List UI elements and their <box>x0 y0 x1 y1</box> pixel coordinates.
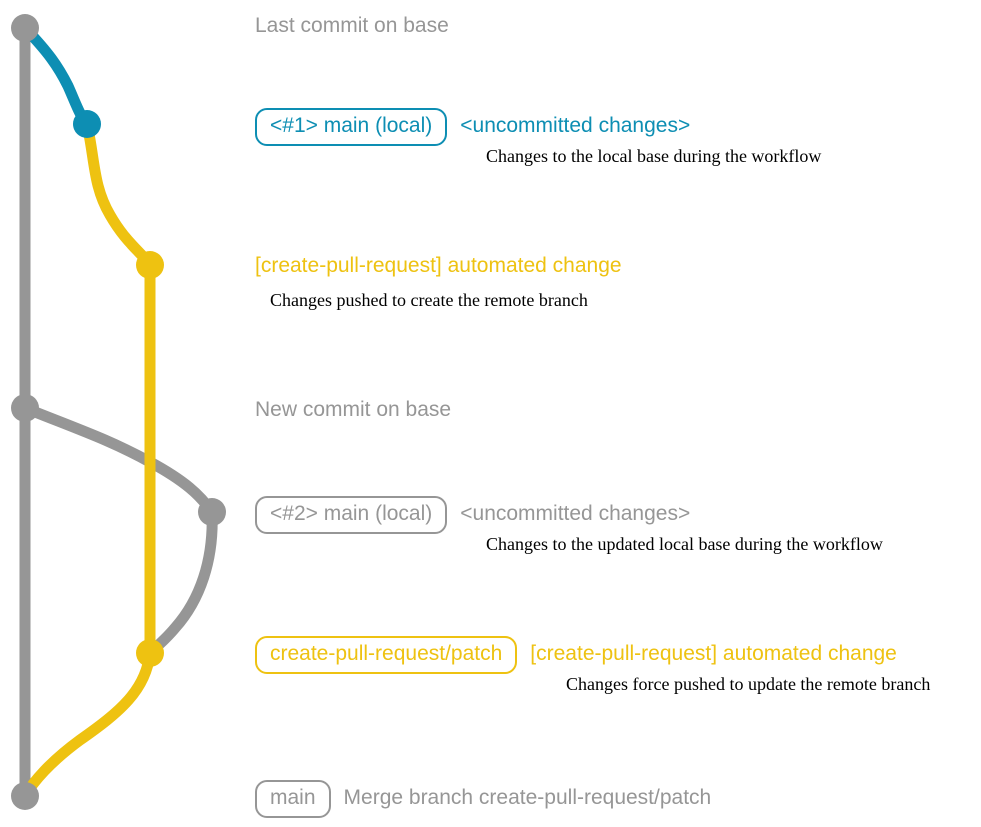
branch-badge-main[interactable]: main <box>255 780 331 819</box>
commit-row-local-change-1: <#1> main (local) <uncommitted changes> <box>255 108 691 147</box>
commit-node-last-commit-on-base[interactable] <box>11 14 39 42</box>
commit-node-automated-change-2[interactable] <box>136 639 164 667</box>
commit-subject-local-change-1: <uncommitted changes> <box>460 114 691 137</box>
edge-automated2-to-merge <box>19 647 156 802</box>
commit-description-local-change-1: Changes to the local base during the wor… <box>486 146 822 166</box>
branch-badge-main-local-2[interactable]: <#2> main (local) <box>255 496 448 535</box>
commit-row-automated-change-2: create-pull-request/patch [create-pull-r… <box>255 636 897 675</box>
edge-base-to-local1 <box>19 22 93 130</box>
commit-description-local-change-2: Changes to the updated local base during… <box>486 534 883 554</box>
commit-subject-merge-commit: Merge branch create-pull-request/patch <box>343 786 712 809</box>
commit-node-merge-commit[interactable] <box>11 782 39 810</box>
commit-row-merge-commit: main Merge branch create-pull-request/pa… <box>255 780 712 819</box>
edge-base-to-local2 <box>19 402 218 518</box>
commit-subject-local-change-2: <uncommitted changes> <box>460 502 691 525</box>
edge-local1-to-automated1 <box>81 118 156 271</box>
branch-badge-main-local-1[interactable]: <#1> main (local) <box>255 108 448 147</box>
commit-subject-last-commit-on-base: Last commit on base <box>255 14 449 37</box>
commit-node-local-change-2[interactable] <box>198 498 226 526</box>
branch-badge-create-pull-request-patch[interactable]: create-pull-request/patch <box>255 636 518 675</box>
commit-description-automated-change-2: Changes force pushed to update the remot… <box>566 674 931 694</box>
commit-subject-automated-change-2: [create-pull-request] automated change <box>530 642 897 665</box>
commit-node-automated-change-1[interactable] <box>136 251 164 279</box>
commit-subject-new-commit-on-base: New commit on base <box>255 398 452 421</box>
edge-local2-to-patch <box>144 506 218 659</box>
commit-row-local-change-2: <#2> main (local) <uncommitted changes> <box>255 496 691 535</box>
commit-subject-automated-change-1: [create-pull-request] automated change <box>255 254 622 277</box>
commit-node-local-change-1[interactable] <box>73 110 101 138</box>
commit-description-automated-change-1: Changes pushed to create the remote bran… <box>270 290 588 310</box>
commit-node-new-commit-on-base[interactable] <box>11 394 39 422</box>
